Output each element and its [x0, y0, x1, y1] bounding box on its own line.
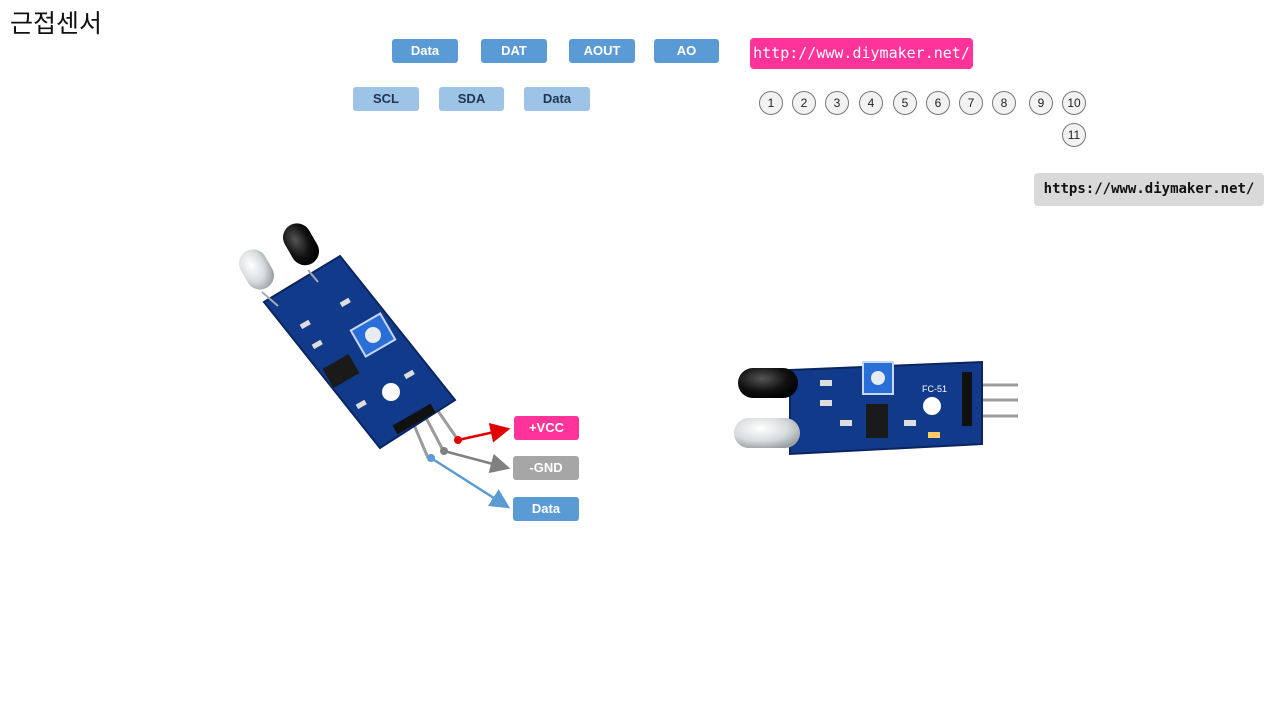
gnd-arrow — [443, 449, 511, 474]
data-pin-label: Data — [513, 497, 579, 521]
left-sensor-module — [239, 223, 460, 459]
number-badge-7: 7 — [959, 91, 983, 115]
gnd-label: -GND — [513, 456, 579, 480]
number-badge-2: 2 — [792, 91, 816, 115]
right-sensor-module: FC-51 — [734, 360, 1018, 456]
number-badge-5: 5 — [893, 91, 917, 115]
url-link-pink[interactable]: http://www.diymaker.net/ — [750, 38, 973, 69]
number-badge-6: 6 — [926, 91, 950, 115]
vcc-arrow — [457, 422, 511, 443]
number-badge-10: 10 — [1062, 91, 1086, 115]
vcc-label: +VCC — [514, 416, 579, 440]
tag-data: Data — [392, 39, 458, 63]
url-link-grey[interactable]: https://www.diymaker.net/ — [1034, 173, 1264, 206]
data-arrow — [430, 456, 511, 509]
tag-dat: DAT — [481, 39, 547, 63]
number-badge-1: 1 — [759, 91, 783, 115]
tag-sda: SDA — [439, 87, 504, 111]
number-badge-4: 4 — [859, 91, 883, 115]
board-model-label: FC-51 — [922, 384, 947, 394]
tag-data-2: Data — [524, 87, 590, 111]
page-title: 근접센서 — [10, 9, 103, 38]
number-badge-11: 11 — [1062, 123, 1086, 147]
number-badge-8: 8 — [992, 91, 1016, 115]
number-badge-3: 3 — [825, 91, 849, 115]
tag-ao: AO — [654, 39, 719, 63]
tag-aout: AOUT — [569, 39, 635, 63]
tag-scl: SCL — [353, 87, 419, 111]
number-badge-9: 9 — [1029, 91, 1053, 115]
